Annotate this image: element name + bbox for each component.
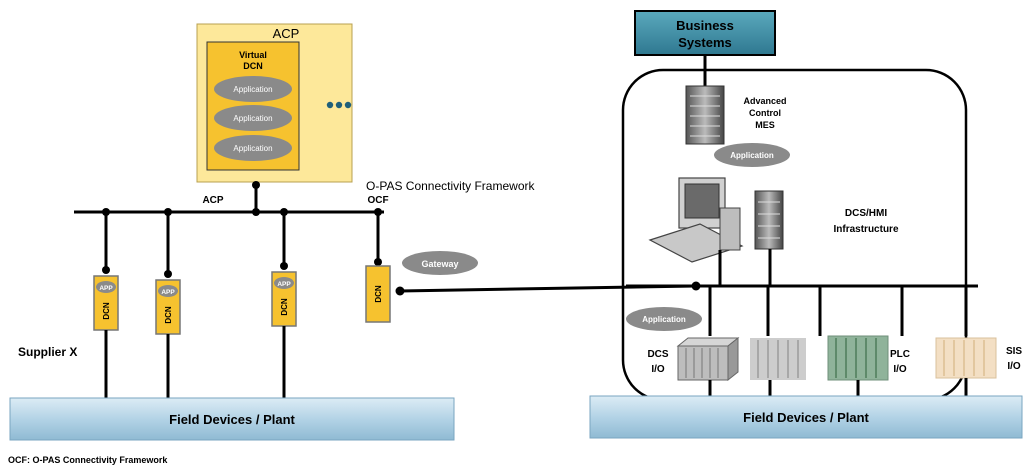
dcs-hmi-line1: DCS/HMI (845, 208, 887, 219)
dcn-gateway-module: DCN (365, 265, 391, 323)
dcs-hmi-line2: Infrastructure (833, 224, 898, 235)
footnote: OCF: O-PAS Connectivity Framework (8, 455, 168, 465)
generic-io-rack (750, 338, 806, 380)
svg-text:Application: Application (730, 151, 774, 160)
svg-text:Systems: Systems (678, 35, 731, 50)
svg-text:APP: APP (161, 289, 175, 296)
dcn-module-1: APP DCN (93, 275, 119, 331)
ellipsis-dots-icon (326, 101, 352, 109)
svg-text:DCN: DCN (280, 298, 289, 316)
acp-box: ACP Virtual DCN Application Application … (196, 23, 353, 183)
acp-bus-label: ACP (202, 195, 223, 206)
server-icon (754, 190, 784, 250)
field-devices-right: Field Devices / Plant (589, 395, 1023, 439)
server-icon (685, 85, 725, 145)
mes-application: Application (714, 143, 790, 167)
gateway-label-bubble: Gateway (402, 251, 478, 275)
svg-text:DCN: DCN (164, 306, 173, 324)
acp-application-2: Application (214, 105, 292, 131)
field-drops-right (708, 378, 968, 396)
svg-text:Gateway: Gateway (421, 259, 458, 269)
dcs-io-line2: I/O (651, 364, 665, 375)
sis-io-rack (935, 337, 997, 379)
bus-junctions (102, 181, 382, 278)
ocf-label: OCF (367, 195, 388, 206)
svg-text:Business: Business (676, 18, 734, 33)
sis-io-line2: I/O (1007, 361, 1021, 372)
business-systems-box: Business Systems (634, 10, 776, 56)
virtual-dcn-line2: DCN (243, 61, 263, 71)
workstation-icon (648, 177, 744, 263)
svg-text:Application: Application (642, 315, 686, 324)
svg-text:Application: Application (233, 144, 272, 153)
acp-application-3: Application (214, 135, 292, 161)
gateway-junction (691, 281, 701, 291)
plc-io-line1: PLC (890, 349, 910, 360)
field-devices-left: Field Devices / Plant (9, 397, 455, 441)
advanced-control-line2: Control (749, 108, 781, 118)
dcs-io-rack (676, 336, 740, 382)
svg-text:Application: Application (233, 114, 272, 123)
plc-io-line2: I/O (893, 364, 907, 375)
svg-text:DCN: DCN (102, 302, 111, 320)
control-bus (626, 284, 978, 336)
ocf-title: O-PAS Connectivity Framework (366, 179, 535, 193)
acp-bus (74, 184, 384, 276)
svg-text:Field Devices / Plant: Field Devices / Plant (169, 412, 295, 427)
svg-text:APP: APP (99, 285, 113, 292)
svg-text:Field Devices / Plant: Field Devices / Plant (743, 410, 869, 425)
sis-io-line1: SIS (1006, 346, 1022, 357)
supplier-label: Supplier X (18, 345, 77, 359)
svg-text:Application: Application (233, 85, 272, 94)
acp-title: ACP (273, 26, 300, 41)
dcn-module-3: APP DCN (271, 271, 297, 327)
io-application: Application (626, 307, 702, 331)
svg-text:APP: APP (277, 281, 291, 288)
svg-text:DCN: DCN (374, 285, 383, 303)
field-drops-left (104, 326, 286, 398)
virtual-dcn-line1: Virtual (239, 50, 267, 60)
dcn-module-2: APP DCN (155, 279, 181, 335)
plc-io-rack (827, 335, 889, 381)
acp-application-1: Application (214, 76, 292, 102)
advanced-control-line1: Advanced (743, 96, 786, 106)
advanced-control-line3: MES (755, 120, 775, 130)
dcs-io-line1: DCS (647, 349, 668, 360)
